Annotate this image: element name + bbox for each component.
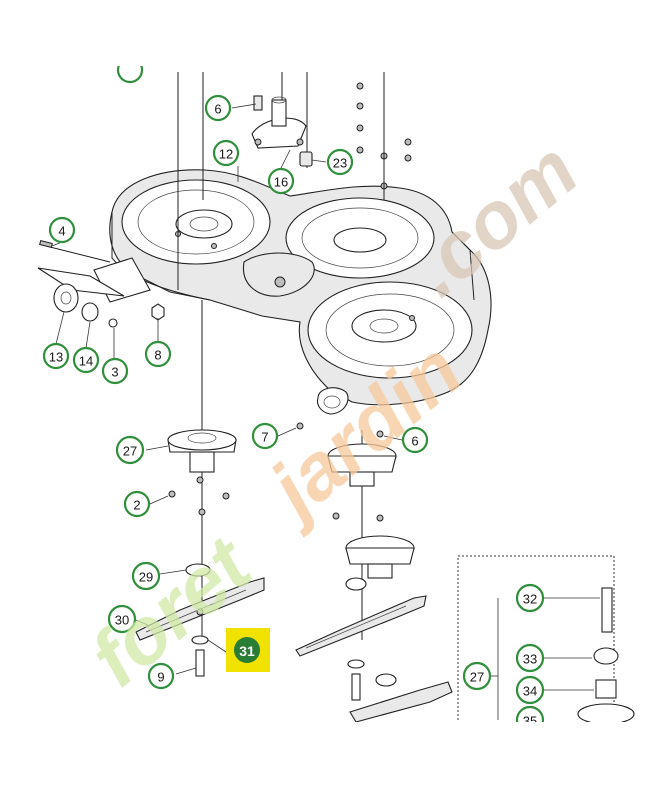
callout-label: 34 — [523, 684, 537, 699]
callout-label: 2 — [133, 498, 140, 513]
spindle-inset-box — [457, 555, 635, 725]
callout-label: 27 — [123, 444, 137, 459]
callout-label: 14 — [79, 354, 93, 369]
callout-6-screw: 6 — [401, 426, 429, 454]
callout-31-highlighted: 31 — [226, 628, 270, 672]
callout-4-bolt: 4 — [48, 216, 76, 244]
page-bottom-margin — [0, 722, 652, 800]
callout-label: 33 — [523, 652, 537, 667]
callout-3-washer: 3 — [101, 357, 129, 385]
callout-12-deck: 12 — [212, 139, 240, 167]
callout-label: 3 — [111, 365, 118, 380]
callout-label: 23 — [333, 156, 347, 171]
callout-33-bearing: 33 — [515, 643, 545, 673]
callout-27-spindle-inset: 27 — [462, 661, 492, 691]
callout-label: 6 — [411, 434, 418, 449]
callout-label: 31 — [239, 643, 255, 659]
callout-16-pulley: 16 — [267, 167, 295, 195]
callout-13-bearing: 13 — [42, 342, 70, 370]
left-cutting-blade — [135, 577, 265, 677]
callout-27-spindle: 27 — [115, 435, 145, 465]
callout-32-shaft: 32 — [515, 583, 545, 613]
right-spindle-housing — [296, 422, 397, 520]
callout-14-spacer: 14 — [72, 346, 100, 374]
callout-label: 30 — [115, 613, 129, 628]
left-spindle-housing — [167, 429, 237, 577]
callout-2-bolt: 2 — [123, 490, 151, 518]
lower-cutting-blade — [349, 673, 453, 723]
page-top-margin — [0, 0, 652, 66]
callout-34-spacer: 34 — [515, 675, 545, 705]
callout-label: 12 — [219, 147, 233, 162]
callout-7-screw: 7 — [251, 422, 279, 450]
callout-label: 32 — [523, 592, 537, 607]
callout-8-nut: 8 — [144, 340, 172, 368]
callout-label: 16 — [274, 175, 288, 190]
callout-9-bolt: 9 — [147, 662, 175, 690]
callout-label: 8 — [154, 348, 161, 363]
callout-label: 7 — [261, 430, 268, 445]
right-lower-spindle — [345, 514, 415, 591]
leader-lines — [51, 103, 498, 677]
callout-label: 4 — [58, 224, 65, 239]
right-cutting-blade — [295, 595, 427, 701]
callout-29-washer: 29 — [131, 561, 161, 591]
idler-bearing-stack — [37, 240, 165, 328]
callout-30-blade: 30 — [107, 604, 137, 634]
callout-label: 13 — [49, 350, 63, 365]
mower-deck-housing — [93, 82, 492, 415]
callout-23-nut: 23 — [326, 148, 354, 176]
callout-label: 6 — [214, 102, 221, 117]
callout-label: 27 — [470, 670, 484, 685]
callout-label: 9 — [157, 670, 164, 685]
callout-label: 29 — [139, 570, 153, 585]
spindle-pulley-assembly — [251, 95, 313, 167]
callout-6-bolt: 6 — [204, 94, 232, 122]
